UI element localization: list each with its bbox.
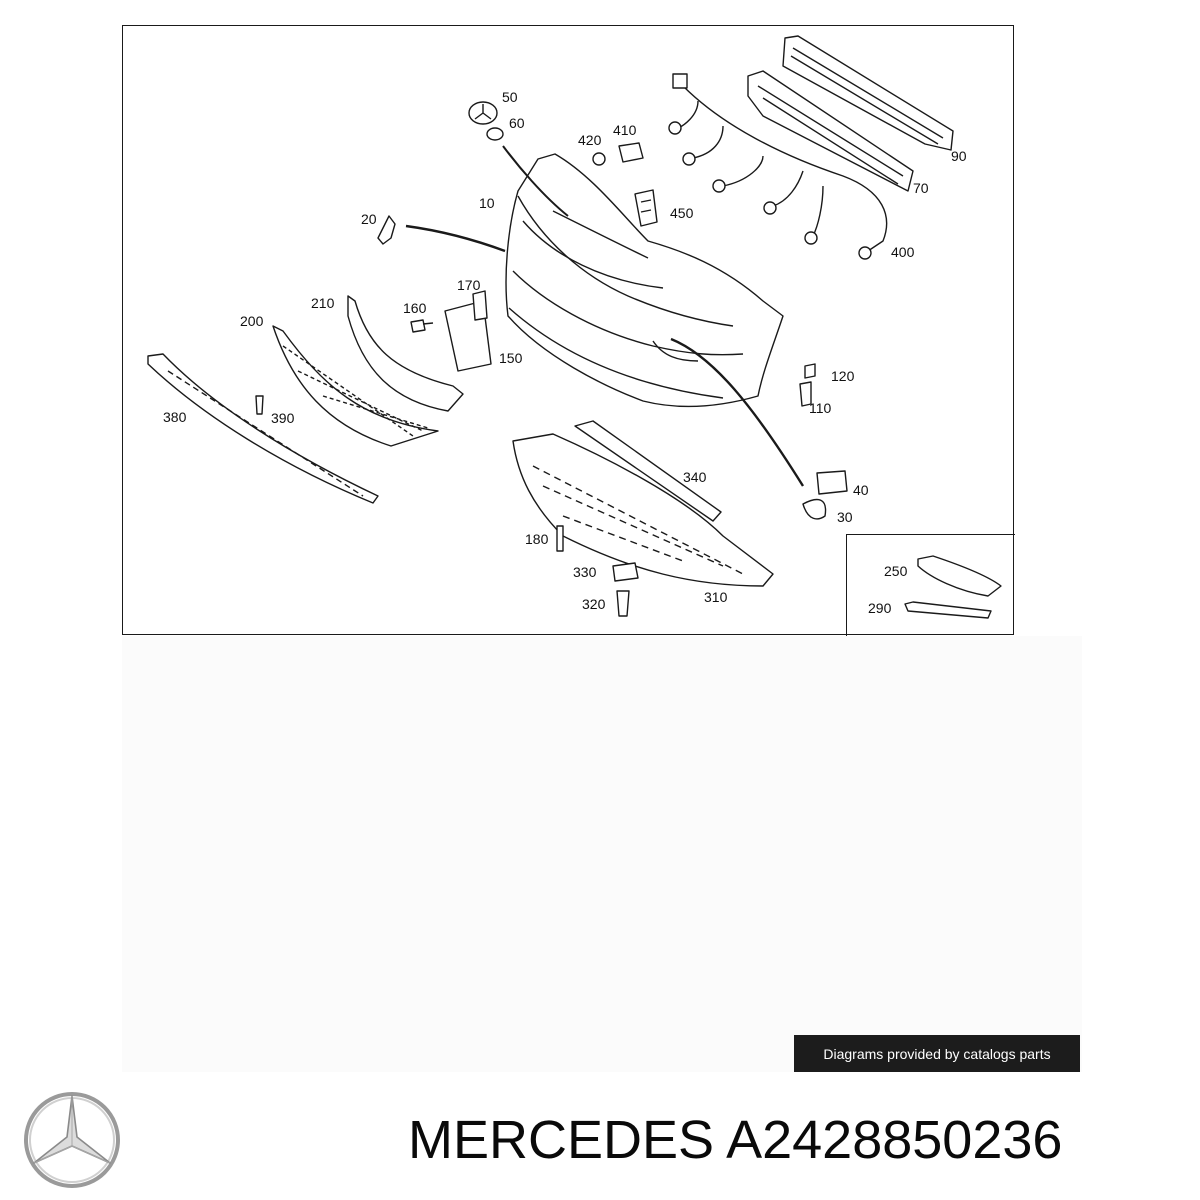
part-label-50: 50 <box>502 89 518 105</box>
part-label-410: 410 <box>613 122 637 138</box>
bumper-cover-part <box>405 145 805 487</box>
part-label-160: 160 <box>403 300 427 316</box>
sensor-wiring-harness-part <box>668 73 888 260</box>
part-label-180: 180 <box>525 531 549 547</box>
trim-strip-part <box>904 601 992 619</box>
part-label-400: 400 <box>891 244 915 260</box>
part-label-90: 90 <box>951 148 967 164</box>
part-label-60: 60 <box>509 115 525 131</box>
front-emblem-part <box>468 101 504 141</box>
part-label-390: 390 <box>271 410 295 426</box>
part-label-320: 320 <box>582 596 606 612</box>
part-label-420: 420 <box>578 132 602 148</box>
part-label-210: 210 <box>311 295 335 311</box>
product-title: MERCEDES A2428850236 <box>408 1108 1194 1172</box>
air-deflector-part <box>574 420 722 522</box>
three-pointed-star-logo-icon <box>24 1092 120 1188</box>
part-label-20: 20 <box>361 211 377 227</box>
engine-undertray-part <box>512 433 774 587</box>
part-number: A2428850236 <box>726 1110 1063 1170</box>
part-label-10: 10 <box>479 195 495 211</box>
part-label-170: 170 <box>457 277 481 293</box>
product-image-background <box>122 636 1082 1072</box>
part-label-330: 330 <box>573 564 597 580</box>
tow-hook-cover-part <box>802 470 848 520</box>
part-label-250: 250 <box>884 563 908 579</box>
front-spoiler-lip-part <box>147 353 379 504</box>
lower-grille-part <box>272 325 439 447</box>
part-label-290: 290 <box>868 600 892 616</box>
diagram-credit-badge: Diagrams provided by catalogs parts <box>794 1035 1080 1072</box>
part-label-120: 120 <box>831 368 855 384</box>
part-label-150: 150 <box>499 350 523 366</box>
upper-grille-rail-part <box>782 35 954 151</box>
part-label-70: 70 <box>913 180 929 196</box>
grille-frame-part <box>347 295 464 412</box>
bumper-reinforcement-part <box>747 70 914 192</box>
part-label-110: 110 <box>809 400 832 416</box>
part-label-450: 450 <box>670 205 694 221</box>
part-label-380: 380 <box>163 409 187 425</box>
part-label-30: 30 <box>837 509 853 525</box>
brand-name: MERCEDES <box>408 1110 715 1170</box>
parking-sensor-part <box>592 142 644 166</box>
fog-lamp-grille-part <box>917 555 1002 597</box>
diagram-credit-text: Diagrams provided by catalogs parts <box>823 1045 1051 1062</box>
part-label-200: 200 <box>240 313 264 329</box>
parts-diagram-drawing: 10 20 30 40 50 60 70 90 110 120 150 160 … <box>147 35 1002 619</box>
part-label-40: 40 <box>853 482 869 498</box>
sensor-bracket-part <box>634 189 658 227</box>
part-number-labels: 10 20 30 40 50 60 70 90 110 120 150 160 … <box>163 89 967 616</box>
parts-diagram: 10 20 30 40 50 60 70 90 110 120 150 160 … <box>122 25 1015 636</box>
inset-detail-box <box>846 534 1015 636</box>
screw-part <box>556 363 816 617</box>
part-label-310: 310 <box>704 589 728 605</box>
mounting-clip-part <box>377 215 396 245</box>
push-rivet-part <box>255 395 264 415</box>
license-plate-bracket-part <box>410 290 492 372</box>
part-label-340: 340 <box>683 469 707 485</box>
